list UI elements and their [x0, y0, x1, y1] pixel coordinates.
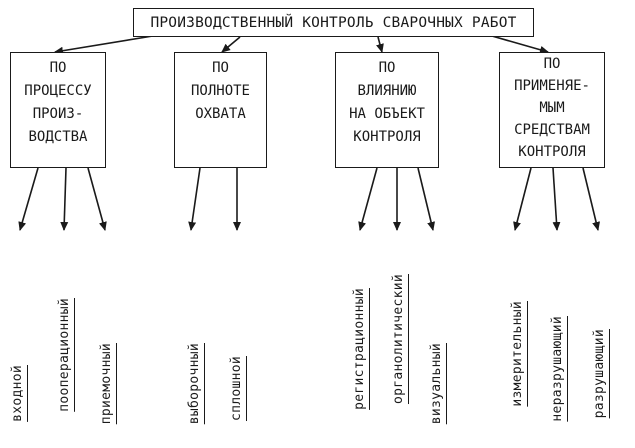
arrow-means-1 — [513, 167, 532, 231]
label-sploshnoy: сплошной — [229, 356, 244, 422]
arrow-influence-1 — [358, 167, 378, 231]
arrow-process-1 — [18, 167, 39, 231]
category-line: ПО — [212, 60, 229, 76]
arrow-title-to-means — [484, 33, 549, 54]
arrow-means-2 — [552, 167, 561, 231]
category-line: ПО — [49, 60, 67, 76]
label-vizualny: визуальный — [429, 343, 444, 425]
label-vkhodnoy: входной — [10, 365, 25, 422]
category-line: КОНТРОЛЯ — [353, 129, 421, 145]
category-line: КОНТРОЛЯ — [518, 144, 586, 160]
category-box-coverage: ПО ПОЛНОТЕ ОХВАТА — [174, 52, 267, 168]
label-organoliticheskiy: органолитический — [391, 274, 406, 405]
arrow-title-to-process — [54, 33, 166, 55]
category-line: ПРОЦЕССУ — [24, 83, 92, 99]
arrow-process-2 — [60, 167, 69, 231]
category-line: ПОЛНОТЕ — [190, 83, 250, 99]
category-line: ОХВАТА — [195, 106, 246, 122]
label-razrushayushchiy: разрушающий — [592, 329, 607, 419]
label-izmeritelny: измерительный — [510, 301, 525, 407]
category-box-influence: ПО ВЛИЯНИЮ НА ОБЪЕКТ КОНТРОЛЯ — [335, 52, 439, 168]
label-registratsionny: регистрационный — [352, 288, 367, 410]
category-box-means: ПО ПРИМЕНЯЕ- МЫМ СРЕДСТВАМ КОНТРОЛЯ — [499, 52, 605, 168]
category-line: ВОДСТВА — [28, 129, 88, 145]
arrow-influence-3 — [417, 167, 436, 231]
category-line: ПО — [378, 60, 396, 76]
category-line: ПО — [543, 56, 561, 72]
category-line: МЫМ — [539, 100, 565, 116]
label-nerazrushayushchiy: неразрушающий — [550, 316, 565, 422]
label-priemochny: приемочный — [99, 343, 114, 425]
label-vyborochny: выборочный — [187, 343, 202, 425]
category-line: ПРИМЕНЯЕ- — [514, 78, 590, 94]
arrow-coverage-1 — [188, 167, 201, 231]
category-line: ПРОИЗ- — [32, 106, 84, 122]
arrow-process-3 — [87, 167, 107, 231]
label-pooperatsionny: пооперационный — [57, 298, 72, 412]
arrow-title-to-coverage — [221, 36, 241, 53]
arrow-title-to-influence — [376, 36, 384, 53]
category-line: ВЛИЯНИЮ — [357, 83, 417, 99]
category-line: НА ОБЪЕКТ — [349, 106, 425, 122]
category-line: СРЕДСТВАМ — [514, 122, 590, 138]
diagram-title: ПРОИЗВОДСТВЕННЫЙ КОНТРОЛЬ СВАРОЧНЫХ РАБО… — [133, 8, 534, 37]
category-box-process: ПО ПРОЦЕССУ ПРОИЗ- ВОДСТВА — [10, 52, 106, 168]
arrow-means-3 — [582, 167, 601, 231]
